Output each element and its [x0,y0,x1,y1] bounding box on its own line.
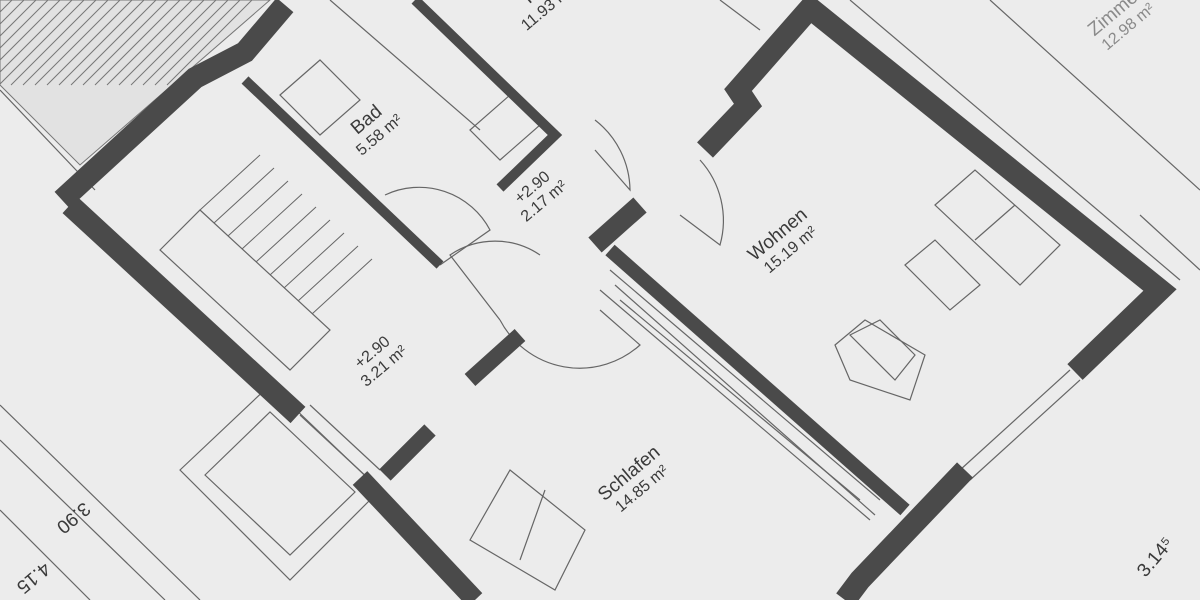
hatch-line [154,0,241,86]
stair-step [227,180,289,237]
stair-step [283,232,345,289]
stair-step [311,258,373,315]
hatch-line [94,0,181,86]
hatch-line [130,0,217,86]
stair-step [255,206,317,263]
hatch-line [0,0,85,85]
hatch-line [70,0,157,86]
hatch-line [142,0,229,86]
stair-steps [199,154,373,315]
stair-step [213,167,275,224]
hatch-line [118,0,205,86]
stair-step [297,245,359,302]
hatch-line [10,0,97,86]
hatch-line [106,0,193,86]
hatch-line [166,0,253,86]
hatch-line [0,0,49,49]
hatch-line [0,0,61,61]
hatch-line [58,0,145,86]
hatch-line [46,0,133,86]
hatch-line [22,0,109,86]
walls [54,0,1177,600]
stair-step [241,193,303,250]
stair-step [199,154,261,211]
hatch-line [0,0,25,25]
stair-step [269,219,331,276]
hatch-line [0,0,73,73]
hatch-line [0,0,37,37]
hatch-line [82,0,169,86]
hatch-line [34,0,121,86]
hatched-balcony [0,0,271,166]
